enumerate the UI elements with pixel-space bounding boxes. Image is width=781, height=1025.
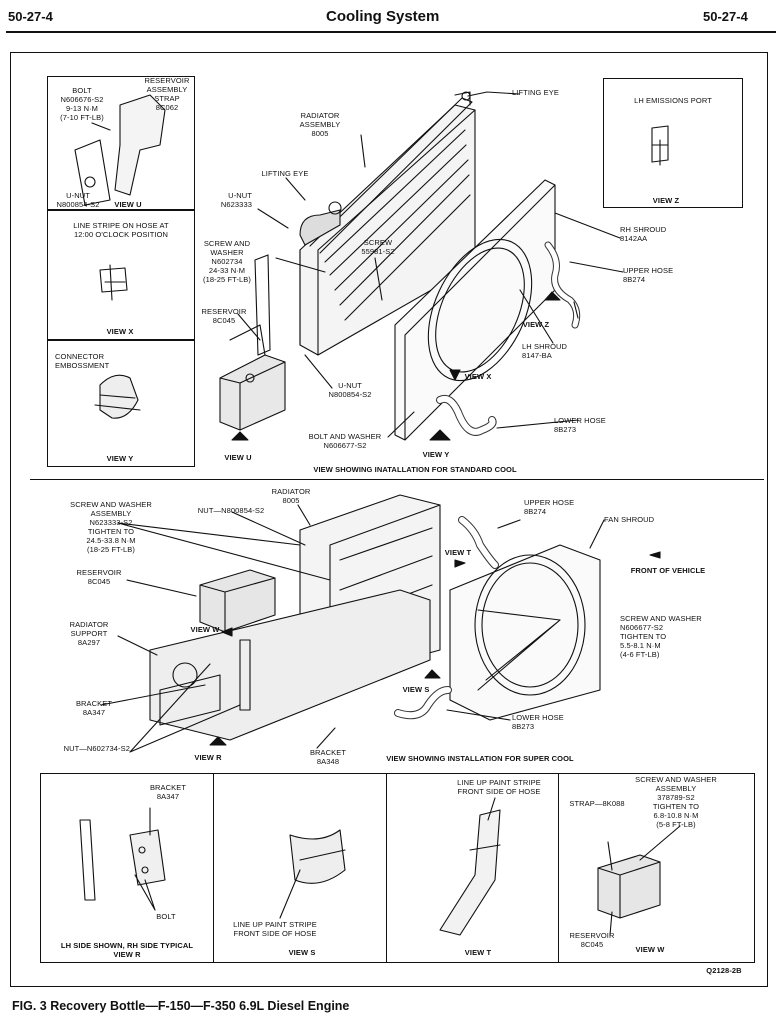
label-screw-washer-n606677: SCREW AND WASHER N606677-S2 TIGHTEN TO 5… (620, 614, 702, 659)
label-view-r-bracket: BRACKET 8A347 (149, 783, 187, 801)
label-unut-n800854: U-NUT N800854-S2 (328, 381, 372, 399)
label-view-t-arrow: VIEW T (444, 548, 472, 557)
label-view-x-arrow: VIEW X (464, 372, 492, 381)
label-lh-emissions-port: LH EMISSIONS PORT (634, 96, 712, 105)
super-fan-shroud-drawing (449, 544, 601, 721)
view-r-drawing (79, 807, 166, 911)
label-unut-view-u: U-NUT N800854-S2 (56, 191, 100, 209)
label-lh-shroud: LH SHROUD 8147-BA (522, 342, 568, 360)
label-front-of-vehicle: FRONT OF VEHICLE (630, 566, 706, 575)
page-number-right: 50-27-4 (703, 9, 748, 24)
label-view-w-reservoir: RESERVOIR 8C045 (569, 931, 615, 949)
page-number-left: 50-27-4 (8, 9, 53, 24)
view-w-drawing (597, 825, 681, 936)
label-screw-washer-n602734: SCREW AND WASHER N602734 24-33 N·m (18-2… (203, 239, 251, 284)
label-reservoir-strap: RESERVOIR ASSEMBLY STRAP 8C062 (144, 76, 190, 112)
radiator-assembly-drawing (299, 91, 476, 356)
inset-view-u (47, 76, 195, 210)
label-view-u-arrow: VIEW U (224, 453, 252, 462)
section-divider (30, 479, 764, 481)
label-view-r-arrow: VIEW R (194, 753, 222, 762)
radiator-support-drawing (149, 589, 431, 741)
header-rule (6, 31, 776, 33)
label-unut-n623333: U-NUT N623333 (220, 191, 252, 209)
inset-y-drawing (94, 374, 141, 419)
label-fan-shroud: FAN SHROUD (604, 515, 655, 524)
label-bracket-8a348: BRACKET 8A348 (309, 748, 347, 766)
caption-super-cool: VIEW SHOWING INSTALLATION FOR SUPER COOL (386, 754, 574, 763)
inset-x-drawing (99, 264, 128, 301)
label-view-w-arrow: VIEW W (190, 625, 220, 634)
inset-view-y (47, 340, 195, 467)
caption-view-s: VIEW S (288, 948, 316, 957)
label-view-s-arrow: VIEW S (402, 685, 430, 694)
view-s-drawing (279, 829, 346, 919)
label-nut-n800854: NUT—N800854-S2 (197, 506, 265, 515)
page-title: Cooling System (326, 8, 440, 25)
figure-frame (10, 52, 768, 987)
view-t-drawing (439, 797, 501, 936)
label-lower-hose-standard: LOWER HOSE 8B273 (554, 416, 606, 434)
label-view-y-arrow: VIEW Y (422, 450, 450, 459)
label-bolt-view-u: BOLT N606676-S2 9-13 N·m (7-10 FT-LB) (60, 86, 104, 122)
figure-caption: FIG. 3 Recovery Bottle—F-150—F-350 6.9L … (12, 999, 350, 1013)
label-upper-hose-standard: UPPER HOSE 8B274 (623, 266, 674, 284)
label-reservoir-standard: RESERVOIR 8C045 (201, 307, 247, 325)
bottom-divider-2 (386, 773, 388, 963)
label-view-z-arrow: VIEW Z (522, 320, 550, 329)
label-radiator-support: RADIATOR SUPPORT 8A297 (69, 620, 109, 647)
bottom-divider-3 (558, 773, 560, 963)
label-screw-55981: SCREW 55981-S2 (361, 238, 395, 256)
label-screw-washer-assembly: SCREW AND WASHER ASSEMBLY N623333-S2 TIG… (70, 500, 152, 554)
bottom-inset-row (40, 773, 755, 963)
super-reservoir-drawing (199, 569, 276, 633)
label-view-y-inset: VIEW Y (106, 454, 134, 463)
label-bolt-washer: BOLT AND WASHER N606677-S2 (308, 432, 382, 450)
reservoir-standard-drawing (219, 324, 286, 431)
label-lower-hose-super: LOWER HOSE 8B273 (512, 713, 564, 731)
label-reservoir-super: RESERVOIR 8C045 (76, 568, 122, 586)
figure-reference-code: Q2128-2B (706, 966, 742, 975)
inset-view-x (47, 210, 195, 340)
label-upper-hose-super: UPPER HOSE 8B274 (524, 498, 575, 516)
inset-u-drawing (74, 94, 166, 206)
label-view-s-note: LINE UP PAINT STRIPE FRONT SIDE OF HOSE (233, 920, 317, 938)
label-view-z-inset: VIEW Z (652, 196, 680, 205)
label-lifting-eye-top: LIFTING EYE (512, 88, 559, 97)
bottom-divider-1 (213, 773, 215, 963)
label-radiator-assembly: RADIATOR ASSEMBLY 8005 (299, 111, 341, 138)
label-nut-n602734: NUT—N602734-S2 (63, 744, 130, 753)
label-view-x-inset: VIEW X (106, 327, 134, 336)
label-lifting-eye: LIFTING EYE (261, 169, 309, 178)
caption-view-r: LH SIDE SHOWN, RH SIDE TYPICAL VIEW R (60, 941, 194, 959)
label-view-w-screw: SCREW AND WASHER ASSEMBLY 378789-S2 TIGH… (635, 775, 717, 829)
label-view-t-note: LINE UP PAINT STRIPE FRONT SIDE OF HOSE (457, 778, 541, 796)
inset-view-z (603, 78, 743, 208)
label-radiator-super: RADIATOR 8005 (271, 487, 311, 505)
label-rh-shroud: RH SHROUD 8142AA (620, 225, 667, 243)
label-view-r-bolt: BOLT (156, 912, 176, 921)
caption-standard-cool: VIEW SHOWING INATALLATION FOR STANDARD C… (313, 465, 517, 474)
caption-view-w: VIEW W (635, 945, 665, 954)
inset-z-drawing (651, 125, 669, 166)
label-connector: CONNECTOR EMBOSSMENT (55, 352, 110, 370)
label-bracket-8a347: BRACKET 8A347 (75, 699, 113, 717)
caption-view-t: VIEW T (464, 948, 492, 957)
label-view-u-inset: VIEW U (114, 200, 142, 209)
label-view-w-strap: STRAP—8K088 (569, 799, 625, 808)
label-line-stripe: LINE STRIPE ON HOSE AT 12:00 O'CLOCK POS… (73, 221, 169, 239)
